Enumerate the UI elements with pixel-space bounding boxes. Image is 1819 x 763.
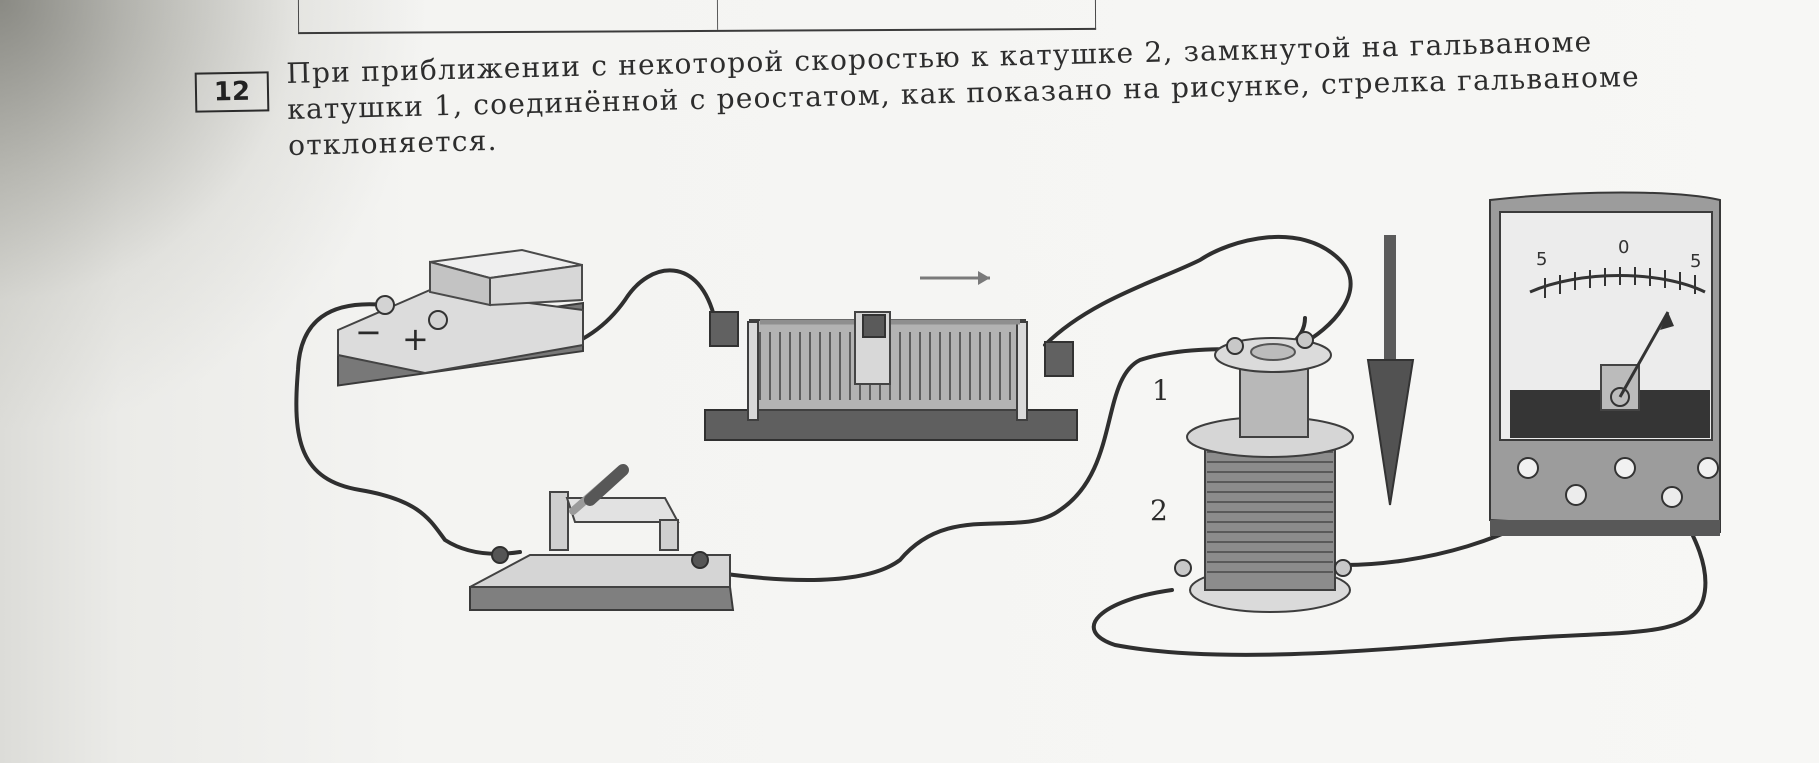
- coil-1-label: 1: [1152, 374, 1170, 407]
- coil-2-label: 2: [1150, 494, 1168, 527]
- battery-icon: − +: [337, 248, 584, 387]
- battery-plus-label: +: [402, 320, 429, 358]
- galvanometer-scale-right: 5: [1690, 251, 1701, 272]
- battery-minus-label: −: [355, 313, 382, 351]
- switch-icon: [469, 464, 735, 611]
- galvanometer-scale-center: 0: [1618, 237, 1629, 258]
- coil-assembly-icon: 1 2: [1150, 235, 1415, 613]
- galvanometer-scale-left: 5: [1536, 249, 1547, 270]
- rheostat-icon: [704, 271, 1078, 441]
- galvanometer-icon: 5 0 5: [1489, 191, 1721, 536]
